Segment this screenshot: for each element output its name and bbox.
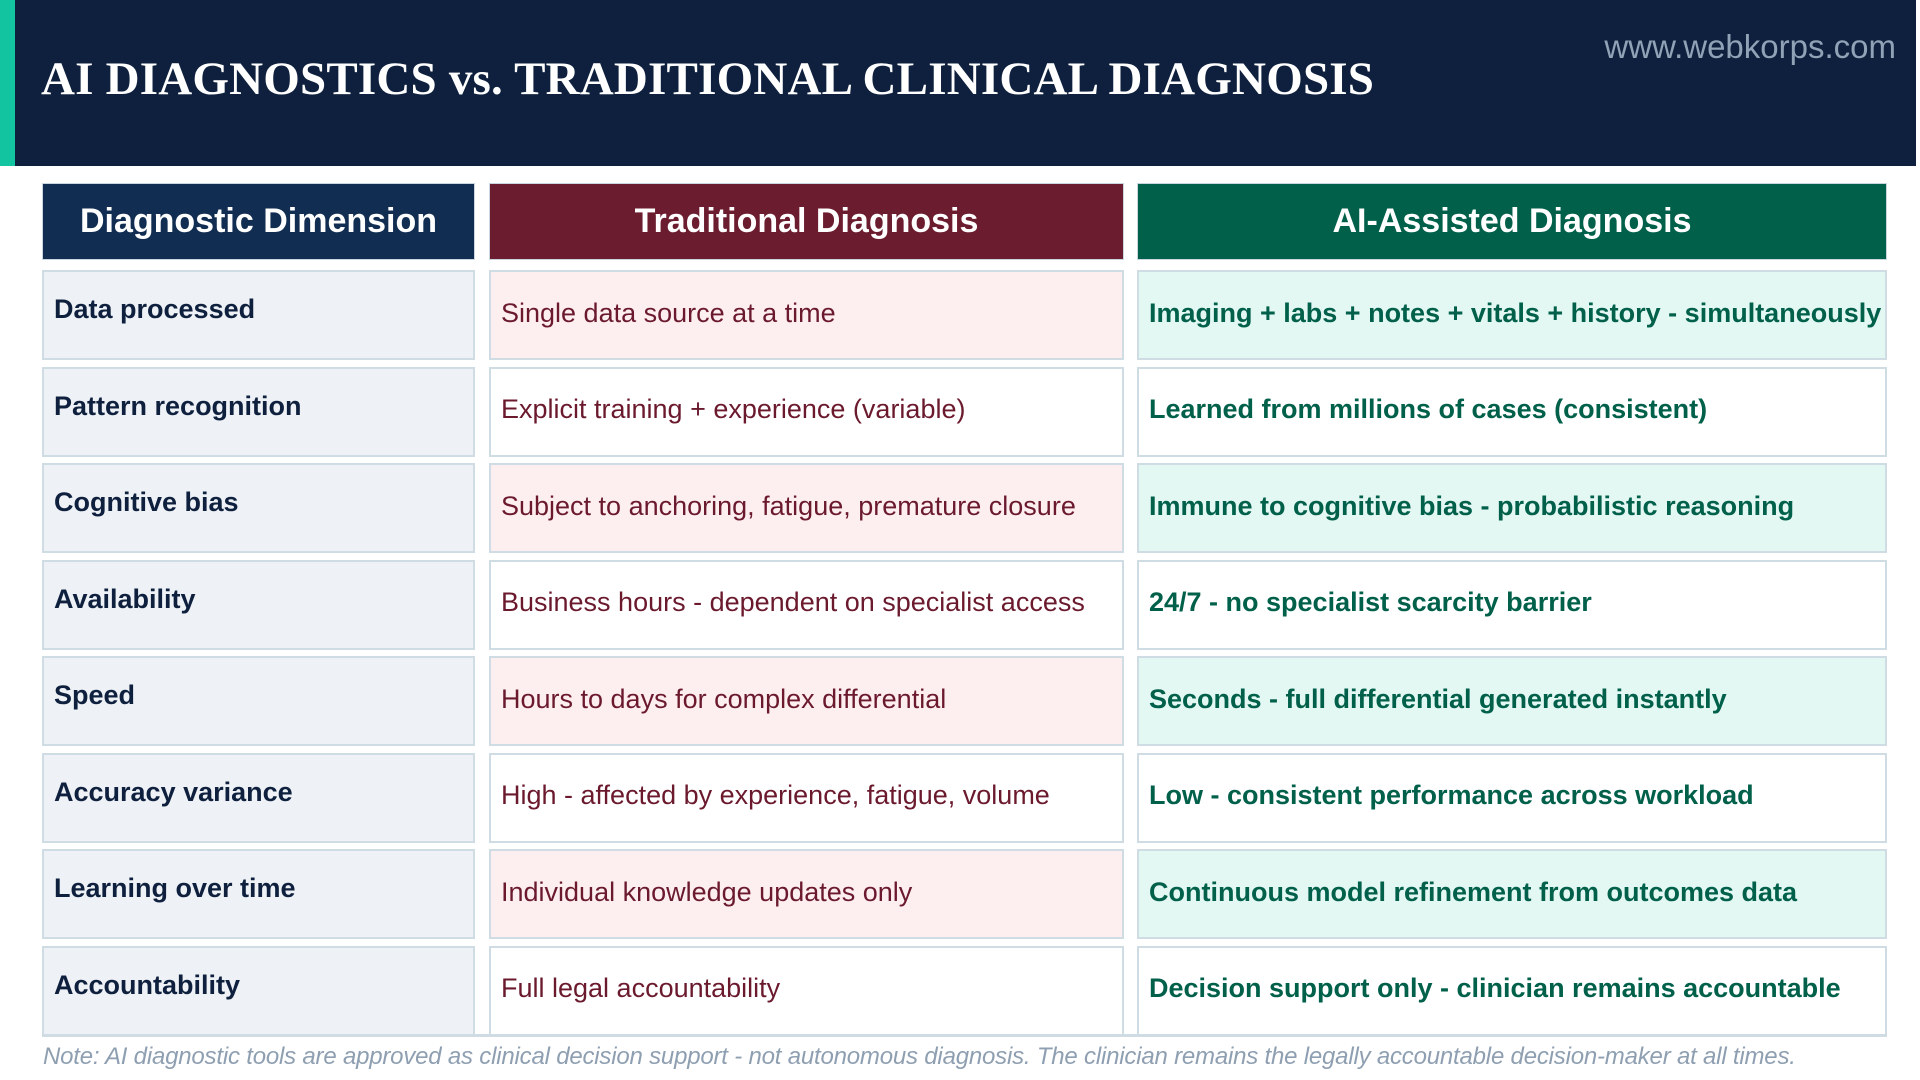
website-watermark: www.webkorps.com [1604, 28, 1896, 65]
traditional-cell: Hours to days for complex differential [489, 656, 1124, 746]
title-banner [0, 0, 1916, 166]
accent-bar [0, 0, 15, 166]
traditional-cell: Business hours - dependent on specialist… [489, 559, 1124, 650]
ai-cell: Low - consistent performance across work… [1137, 752, 1887, 843]
ai-cell: Learned from millions of cases (consiste… [1137, 366, 1887, 457]
dimension-cell: Availability [42, 559, 475, 650]
dimension-cell: Speed [42, 656, 475, 746]
ai-cell: Immune to cognitive bias - probabilistic… [1137, 463, 1887, 553]
dimension-cell: Learning over time [42, 849, 475, 939]
dimension-cell: Data processed [42, 270, 475, 360]
page-title: AI DIAGNOSTICS vs. TRADITIONAL CLINICAL … [41, 53, 1375, 105]
footnote: Note: AI diagnostic tools are approved a… [43, 1043, 1796, 1070]
ai-cell: Decision support only - clinician remain… [1137, 945, 1887, 1036]
dimension-cell: Pattern recognition [42, 366, 475, 457]
ai-cell: 24/7 - no specialist scarcity barrier [1137, 559, 1887, 650]
traditional-cell: Full legal accountability [489, 945, 1124, 1036]
ai-cell: Continuous model refinement from outcome… [1137, 849, 1887, 939]
dimension-cell: Accountability [42, 945, 475, 1036]
traditional-cell: Explicit training + experience (variable… [489, 366, 1124, 457]
column-header-ai: AI-Assisted Diagnosis [1137, 183, 1887, 260]
traditional-cell: Subject to anchoring, fatigue, premature… [489, 463, 1124, 553]
dimension-cell: Accuracy variance [42, 752, 475, 843]
column-header-dimension: Diagnostic Dimension [42, 183, 475, 260]
dimension-cell: Cognitive bias [42, 463, 475, 553]
table-bottom-divider [42, 1034, 1887, 1037]
traditional-cell: High - affected by experience, fatigue, … [489, 752, 1124, 843]
column-header-traditional: Traditional Diagnosis [489, 183, 1124, 260]
ai-cell: Seconds - full differential generated in… [1137, 656, 1887, 746]
traditional-cell: Single data source at a time [489, 270, 1124, 360]
traditional-cell: Individual knowledge updates only [489, 849, 1124, 939]
ai-cell: Imaging + labs + notes + vitals + histor… [1137, 270, 1887, 360]
